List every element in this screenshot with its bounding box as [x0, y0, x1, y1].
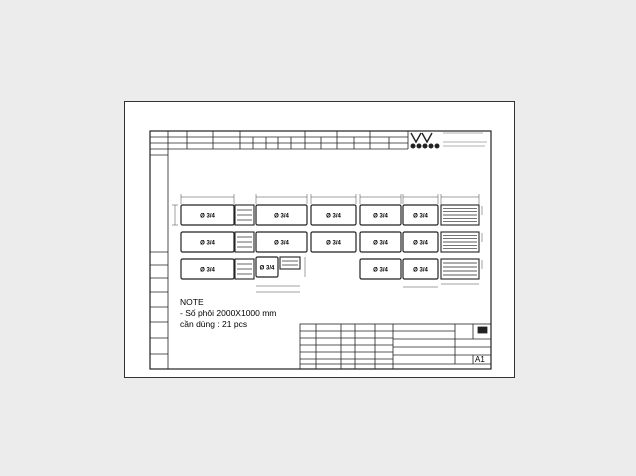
note-heading: NOTE: [180, 297, 204, 307]
part-label: Ø 3/4: [413, 268, 428, 274]
part-label: Ø 3/4: [373, 214, 388, 220]
part-outline: [402, 204, 439, 226]
part-label: Ø 3/4: [274, 241, 289, 247]
part-label: Ø 3/4: [274, 214, 289, 220]
sheet-size-label: A1: [475, 355, 485, 364]
part-label: Ø 3/4: [373, 241, 388, 247]
part-label: Ø 3/4: [326, 241, 341, 247]
note-line-quantity: cần dùng : 21 pcs: [180, 319, 248, 329]
slot-outline: [234, 258, 255, 280]
slot-outline: [234, 204, 255, 226]
part-outline: [359, 258, 402, 280]
slot-outline: [234, 231, 255, 253]
part-outline: [180, 204, 235, 226]
part-outline: [359, 204, 402, 226]
part-outline: [402, 231, 439, 253]
note-line-blank-size: - Số phôi 2000X1000 mm: [180, 308, 277, 318]
part-outline: [359, 231, 402, 253]
revision-strip: [150, 131, 169, 369]
drawing-sheet: Ø 3/4 Ø 3/4 Ø 3/4 Ø 3/4 Ø 3/4 Ø 3/4 Ø 3/4 Ø 3/4…: [124, 101, 515, 378]
part-label: Ø 3/4: [326, 214, 341, 220]
part-label: Ø 3/4: [413, 214, 428, 220]
slot-parts: [234, 204, 480, 280]
part-outline: [180, 258, 235, 280]
part-label: Ø 3/4: [373, 268, 388, 274]
part-outline: [310, 231, 357, 253]
title-block: [299, 323, 492, 370]
part-outline: [180, 231, 235, 253]
part-outline: [402, 258, 439, 280]
part-label: Ø 3/4: [200, 214, 215, 220]
part-outline: [255, 231, 308, 253]
dimension-lines: [172, 194, 483, 293]
part-outline: [255, 204, 308, 226]
company-text-lines: [443, 132, 487, 147]
part-label: Ø 3/4: [200, 241, 215, 247]
part-outline: [310, 204, 357, 226]
slot-outline: [440, 204, 480, 226]
part-label: Ø 3/4: [200, 268, 215, 274]
part-label: Ø 3/4: [413, 241, 428, 247]
slot-outline: [279, 256, 301, 270]
slot-outline: [440, 258, 480, 280]
technical-drawing: Ø 3/4 Ø 3/4 Ø 3/4 Ø 3/4 Ø 3/4 Ø 3/4 Ø 3/4 Ø 3/4…: [149, 130, 492, 370]
nested-parts: Ø 3/4 Ø 3/4 Ø 3/4 Ø 3/4 Ø 3/4 Ø 3/4 Ø 3/4 Ø 3/4…: [180, 204, 439, 280]
company-logo: [410, 132, 440, 149]
part-outline: [255, 256, 279, 278]
drawing-frame: [149, 130, 492, 370]
part-label: Ø 3/4: [260, 266, 275, 272]
slot-outline: [440, 231, 480, 253]
header-table: [168, 131, 409, 150]
